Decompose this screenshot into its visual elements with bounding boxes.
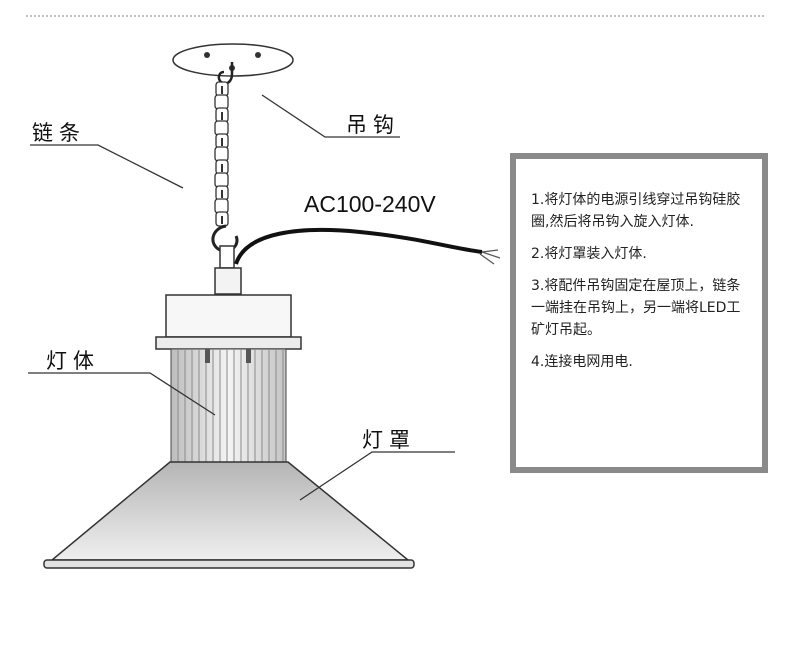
heat-sink — [170, 348, 287, 468]
body-leader — [28, 372, 216, 416]
mount-screw-1 — [204, 52, 210, 58]
voltage-label: AC100-240V — [304, 191, 436, 217]
cable-wire-3 — [479, 253, 495, 265]
body-label: 灯体 — [46, 349, 100, 373]
chain-label: 链条 — [32, 121, 86, 145]
lamp-top-housing — [165, 294, 292, 338]
hook-leader — [261, 94, 400, 138]
instruction-step-4: 4.连接电网用电. — [531, 354, 633, 370]
instruction-step-2: 2.将灯罩装入灯体. — [531, 246, 647, 262]
hook-stem — [219, 245, 235, 269]
shade-rim — [43, 559, 415, 569]
shade-leader — [299, 451, 455, 501]
heat-sink-fins — [177, 349, 284, 467]
instructions-box: 1.将灯体的电源引线穿过吊钩硅胶圈,然后将吊钩入旋入灯体. 2.将灯罩装入灯体.… — [510, 153, 768, 473]
leader-lines — [28, 94, 455, 501]
lamp-shade — [49, 461, 411, 561]
lamp-top-flange — [155, 336, 302, 350]
lamp-cap — [214, 267, 242, 295]
chain — [214, 81, 229, 227]
shade-label: 灯罩 — [362, 428, 416, 452]
chain-leader — [30, 144, 184, 189]
cable-wire-1 — [481, 251, 501, 259]
power-cable — [234, 227, 483, 265]
chain-shading — [221, 86, 223, 224]
instruction-step-1: 1.将灯体的电源引线穿过吊钩硅胶圈,然后将吊钩入旋入灯体. — [531, 192, 741, 230]
cable-wire-2 — [481, 249, 499, 253]
mount-screw-2 — [255, 52, 261, 58]
instructions-list: 1.将灯体的电源引线穿过吊钩硅胶圈,然后将吊钩入旋入灯体. 2.将灯罩装入灯体.… — [516, 159, 762, 373]
fin-bracket-left — [205, 349, 210, 363]
instruction-step-3: 3.将配件吊钩固定在屋顶上，链条一端挂在吊钩上，另一端将LED工矿灯吊起。 — [531, 278, 741, 338]
hook-label: 吊钩 — [346, 113, 400, 137]
fin-bracket-right — [246, 349, 251, 363]
